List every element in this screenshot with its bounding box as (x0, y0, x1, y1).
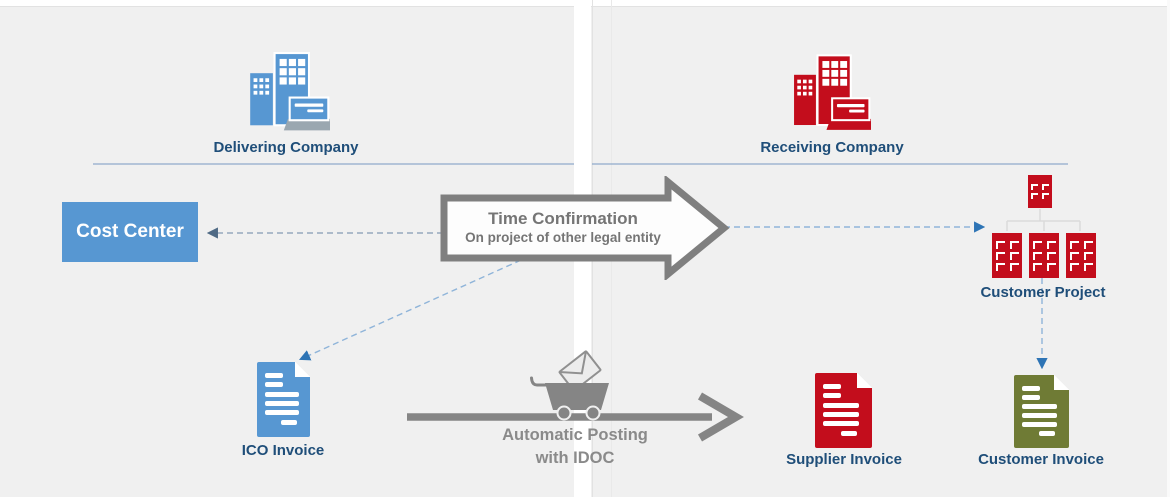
automatic-posting-line2: with IDOC (535, 449, 615, 467)
cart-body (545, 383, 609, 410)
automatic-posting-line1: Automatic Posting (502, 426, 648, 444)
supplier-invoice-label: Supplier Invoice (786, 451, 902, 468)
document-red-icon (815, 373, 872, 448)
right-margin-strip (1167, 0, 1170, 497)
project-tree-connectors (1006, 209, 1081, 231)
dashed-connector-to-ico-invoice (298, 255, 531, 361)
block-arrow-right-icon (440, 176, 730, 280)
time-confirmation-subtitle: On project of other legal entity (465, 230, 661, 245)
page-fold (1054, 375, 1069, 390)
ico-invoice-label: ICO Invoice (241, 442, 325, 459)
customer-project-label: Customer Project (980, 284, 1106, 301)
document-blue-icon (257, 362, 310, 437)
arrow-head-chevron (697, 392, 744, 442)
page-fold (857, 373, 872, 388)
buildings-red-icon (790, 50, 871, 132)
automatic-posting-label: Automatic Posting with IDOC (445, 424, 705, 470)
project-wbs-child-icon (1066, 233, 1096, 278)
delivering-company-label: Delivering Company (213, 139, 359, 156)
project-wbs-child-icon (992, 233, 1022, 278)
receiving-company-label: Receiving Company (760, 139, 904, 156)
cost-center-label: Cost Center (76, 221, 184, 242)
cart-handle (530, 376, 552, 387)
project-wbs-child-icon (1029, 233, 1059, 278)
envelope-icon (558, 350, 602, 392)
cart-with-envelope-icon (530, 350, 609, 421)
cost-center-box: Cost Center (62, 202, 198, 262)
cart-wheel (585, 405, 601, 421)
time-confirmation-text: Time Confirmation On project of other le… (448, 198, 678, 256)
project-wbs-icon (1028, 175, 1052, 208)
buildings-blue-icon (246, 47, 330, 133)
customer-invoice-label: Customer Invoice (978, 451, 1104, 468)
page-fold (295, 362, 310, 377)
time-confirmation-title: Time Confirmation (488, 209, 638, 228)
cart-wheel (556, 405, 572, 421)
document-olive-icon (1014, 375, 1069, 448)
